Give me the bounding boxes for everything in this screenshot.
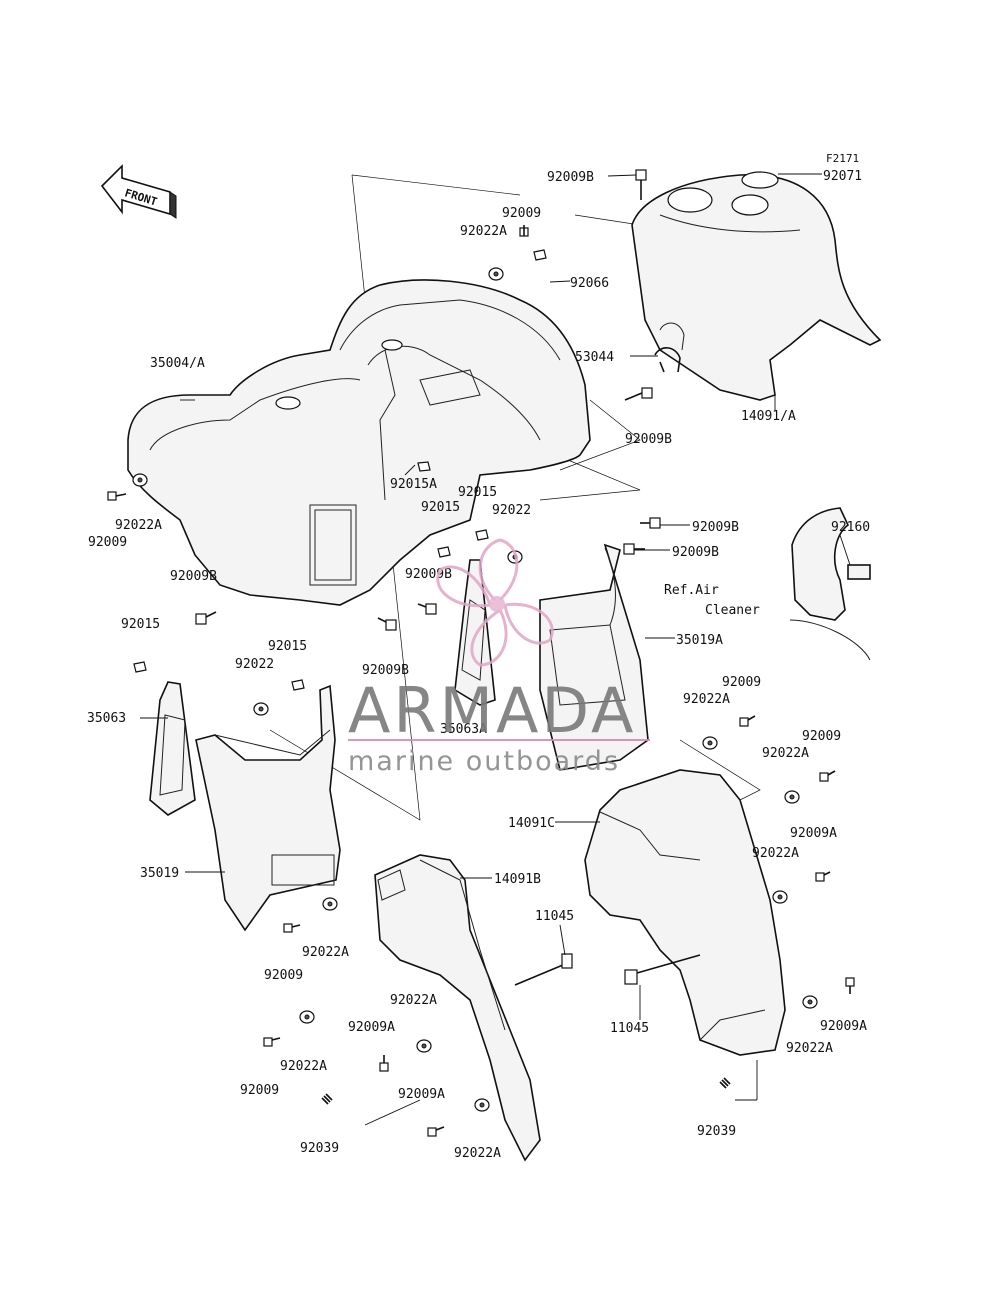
label-14091B: 14091B	[494, 872, 541, 887]
label-92015: 92015	[121, 617, 160, 632]
label-92009B: 92009B	[547, 170, 594, 185]
label-53044: 53044	[575, 350, 614, 365]
label-92022A: 92022A	[280, 1059, 327, 1074]
watermark: ARMADA marine outboards	[348, 538, 650, 777]
label-92022A: 92022A	[115, 518, 162, 533]
air-cleaner-duct	[789, 507, 871, 661]
label-92022: 92022	[492, 503, 531, 518]
inner-fender-14091C	[584, 769, 786, 1056]
label-35063A: 35063A	[440, 722, 487, 737]
label-92022A: 92022A	[460, 224, 507, 239]
label-35063: 35063	[87, 711, 126, 726]
label-92009: 92009	[240, 1083, 279, 1098]
label-92015: 92015	[458, 485, 497, 500]
label-92022A: 92022A	[752, 846, 799, 861]
label-92022: 92022	[235, 657, 274, 672]
watermark-tagline: marine outboards	[348, 746, 620, 777]
label-14091C: 14091C	[508, 816, 555, 831]
label-92009: 92009	[722, 675, 761, 690]
label-92009: 92009	[802, 729, 841, 744]
figure-id: F2171	[826, 152, 859, 165]
label-11045: 11045	[535, 909, 574, 924]
flap-35019A	[539, 543, 649, 771]
label-92022A: 92022A	[786, 1041, 833, 1056]
part-labels: 92009B 92071 92009 92022A 92066 35004/A …	[87, 169, 870, 1161]
label-92009B: 92009B	[672, 545, 719, 560]
label-35019: 35019	[140, 866, 179, 881]
watermark-brand: ARMADA	[348, 674, 636, 747]
ref-note-line1: Ref.Air	[664, 583, 719, 598]
rear-fender-35004A	[127, 279, 591, 606]
label-11045: 11045	[610, 1021, 649, 1036]
inner-fender-14091B	[374, 854, 541, 1162]
hardware	[107, 169, 855, 1137]
label-92015: 92015	[268, 639, 307, 654]
bracket-35063	[149, 681, 196, 816]
label-92009: 92009	[502, 206, 541, 221]
propeller-logo-icon	[436, 538, 554, 667]
label-92009A: 92009A	[348, 1020, 395, 1035]
cover-14091A	[631, 174, 882, 401]
front-arrow-icon: FRONT	[100, 164, 177, 219]
label-92022A: 92022A	[762, 746, 809, 761]
label-92039: 92039	[300, 1141, 339, 1156]
label-92009B: 92009B	[692, 520, 739, 535]
label-35004A: 35004/A	[150, 356, 205, 371]
label-92022A: 92022A	[390, 993, 437, 1008]
label-92009B: 92009B	[625, 432, 672, 447]
label-92015: 92015	[421, 500, 460, 515]
clip-53044	[654, 347, 681, 373]
label-14091A: 14091/A	[741, 409, 796, 424]
label-92160: 92160	[831, 520, 870, 535]
label-35019A: 35019A	[676, 633, 723, 648]
leader-lines	[140, 173, 851, 1126]
label-92009B: 92009B	[170, 569, 217, 584]
label-92009A: 92009A	[790, 826, 837, 841]
label-92071: 92071	[823, 169, 862, 184]
label-92009A: 92009A	[398, 1087, 445, 1102]
label-92015A: 92015A	[390, 477, 437, 492]
label-92022A: 92022A	[454, 1146, 501, 1161]
label-92009: 92009	[264, 968, 303, 983]
label-92009B: 92009B	[362, 663, 409, 678]
label-92009: 92009	[88, 535, 127, 550]
flap-35019	[195, 684, 341, 932]
label-92022A: 92022A	[683, 692, 730, 707]
label-92009B: 92009B	[405, 567, 452, 582]
pin-11045	[514, 953, 701, 986]
label-92009A: 92009A	[820, 1019, 867, 1034]
label-92022A: 92022A	[302, 945, 349, 960]
label-92039: 92039	[697, 1124, 736, 1139]
label-92066: 92066	[570, 276, 609, 291]
ref-note-line2: Cleaner	[705, 603, 760, 618]
